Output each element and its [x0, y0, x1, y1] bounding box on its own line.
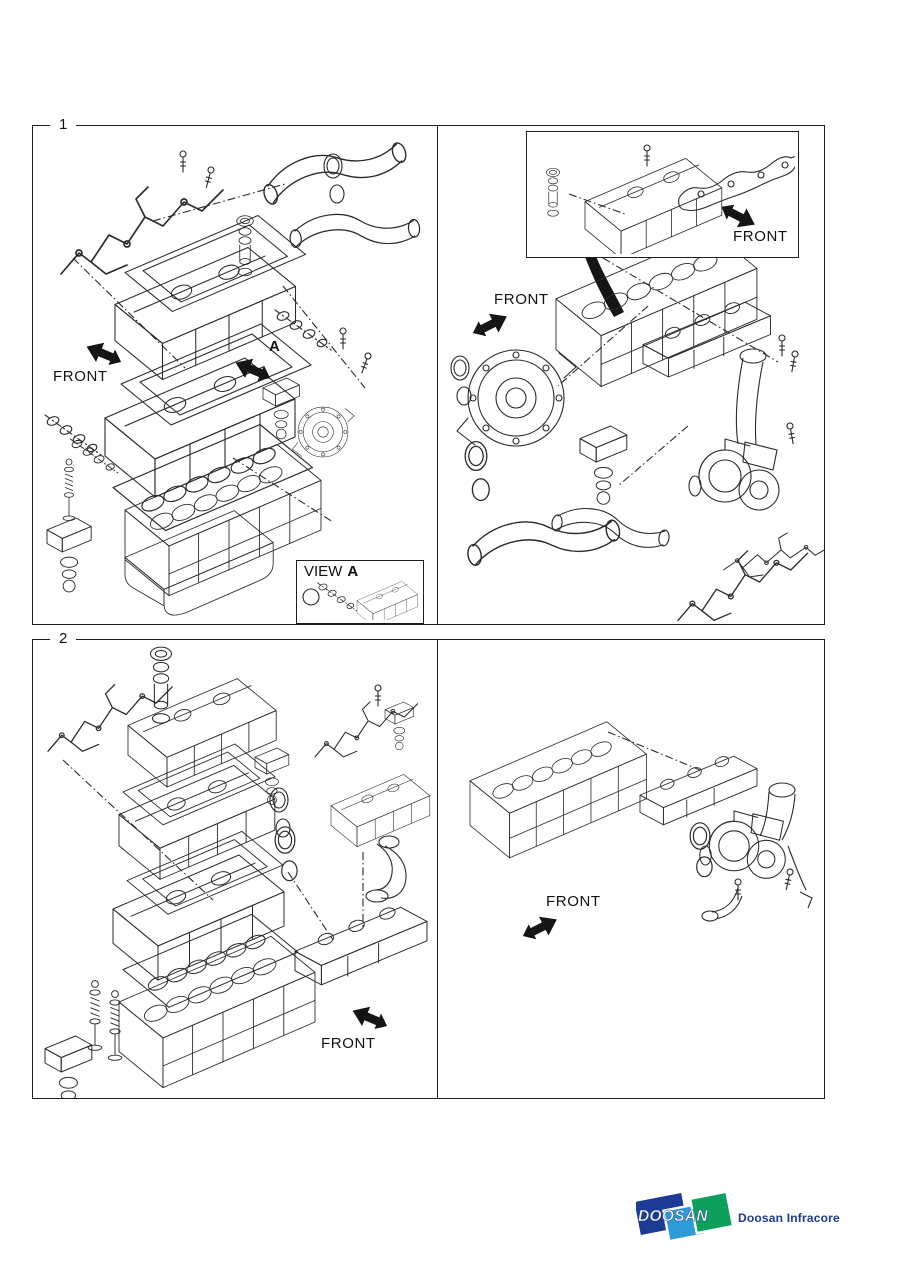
oil-suction-pipe-drawing — [463, 504, 623, 573]
valve-cover-gasket-drawing — [122, 743, 276, 826]
rocker-housing-drawing — [118, 764, 276, 880]
turbocharger-drawing — [688, 438, 780, 511]
exhaust-manifold-drawing — [639, 754, 758, 826]
figure-1-right-engine-assembly-drawing — [450, 231, 824, 622]
bolt-drawing — [734, 878, 742, 901]
oil-pan-drawing — [124, 510, 274, 616]
head-gasket-drawing — [120, 323, 312, 426]
cylinder-block-drawing — [469, 721, 647, 859]
block-gasket-drawing — [112, 423, 314, 532]
figure-2-number: 2 — [50, 629, 77, 649]
detail-a-label: A — [269, 338, 280, 355]
figure-2-panel: 2 — [32, 629, 825, 1099]
inset-leader-line — [584, 254, 624, 317]
front-label: FRONT — [494, 291, 549, 308]
exhaust-manifold-drawing — [642, 300, 771, 378]
head-gasket-drawing — [126, 830, 284, 915]
figure-1-left-exploded-engine-drawing — [44, 127, 422, 616]
figure-1-inset-box: FRONT — [526, 131, 799, 258]
view-label-prefix: VIEW — [304, 563, 343, 580]
front-label: FRONT — [733, 228, 788, 245]
wiring-harness-drawing — [60, 186, 224, 275]
pump-bracket-drawing — [579, 425, 628, 505]
block-gasket-drawing — [122, 913, 299, 1008]
front-label: FRONT — [546, 893, 601, 910]
front-label: FRONT — [53, 368, 108, 385]
front-label: FRONT — [321, 1035, 376, 1052]
valve-cover-gasket-drawing — [124, 214, 307, 312]
figure-1-panel: 1 — [32, 115, 825, 625]
view-label-ref: A — [347, 563, 359, 580]
intake-pipe-drawing — [256, 127, 411, 212]
fuel-line-drawing — [47, 683, 173, 752]
valve-parts-drawing — [87, 980, 103, 1051]
figure-2-right-engine-assembly-drawing — [469, 721, 813, 922]
water-pump-drawing — [46, 517, 92, 593]
valve-cover-drawing — [127, 678, 277, 788]
doosan-logo-mark-icon: DOOSAN — [631, 1190, 735, 1243]
timing-case-drawing — [292, 406, 355, 458]
oil-filler-cap-drawing — [150, 646, 172, 724]
flywheel-housing-drawing — [456, 349, 577, 447]
intake-manifold-drawing — [584, 158, 723, 254]
fuel-pipe-drawing — [677, 550, 809, 622]
figure-2-left-exploded-engine-drawing — [44, 646, 431, 1098]
figure-2-divider — [436, 640, 439, 1098]
cylinder-head-drawing — [112, 854, 285, 981]
view-a-detail-drawing — [302, 581, 418, 620]
intake-manifold-inset-drawing — [546, 144, 795, 254]
water-pump-drawing — [44, 1035, 93, 1098]
figure-1-divider — [436, 126, 439, 624]
cylinder-head-cover-drawing — [114, 246, 297, 381]
valve-parts-drawing — [62, 458, 76, 521]
logo-square-green — [688, 1190, 735, 1235]
logo-wordmark: DOOSAN — [638, 1208, 708, 1225]
intake-manifold-drawing — [330, 774, 431, 847]
logo-company-name: Doosan Infracore — [738, 1211, 840, 1225]
doosan-logo: DOOSAN Doosan Infracore — [631, 1190, 846, 1248]
figure-1-number: 1 — [50, 115, 77, 135]
